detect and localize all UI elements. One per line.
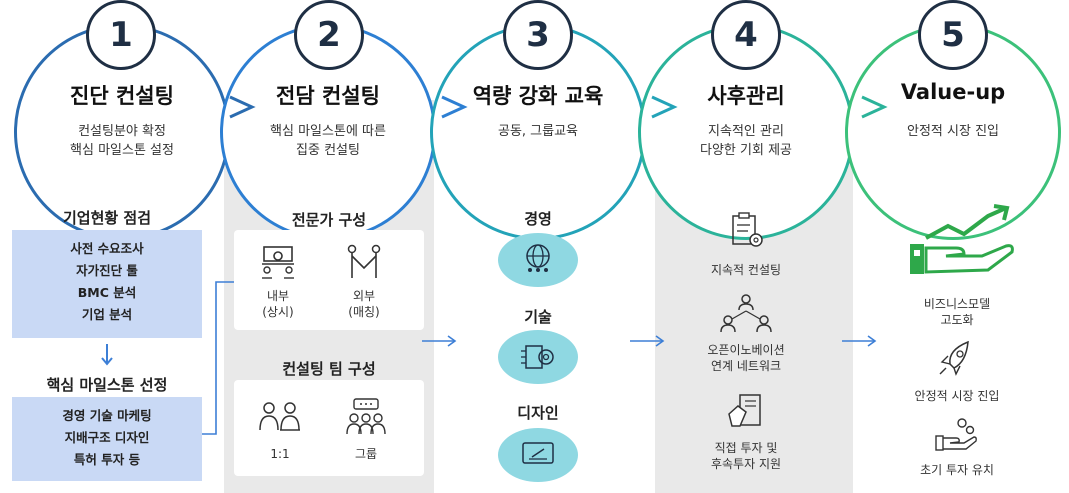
design-bubble <box>498 428 578 482</box>
company-status-item: 기업 분석 <box>81 307 133 322</box>
company-status-heading: 기업현황 점검 <box>62 209 152 227</box>
stage-3-desc-line: 공동, 그룹교육 <box>497 124 579 139</box>
stage-1-title: 진단 컨설팅 <box>70 84 174 108</box>
external-expert-icon <box>347 244 381 278</box>
external-expert-text: 외부 <box>352 289 376 303</box>
internal-expert-icon <box>262 246 294 279</box>
stage-5-description: 안정적 시장 진입 <box>853 122 1053 141</box>
stage-1-desc-line: 핵심 마일스톤 설정 <box>70 143 174 158</box>
external-expert-label: 외부 (매칭) <box>334 288 394 320</box>
stage-4-number: 4 <box>711 0 781 70</box>
stage-5-number: 5 <box>918 0 988 70</box>
stage-2-number: 2 <box>294 0 364 70</box>
stage-arrow-2-3 <box>441 95 468 119</box>
flow-arrow <box>422 335 457 347</box>
stage-4-desc-line: 다양한 기회 제공 <box>700 143 792 158</box>
direct-investment-text: 직접 투자 및 <box>714 441 778 455</box>
internal-expert-label: 내부 (상시) <box>248 288 308 320</box>
stage-3-description: 공동, 그룹교육 <box>438 122 638 141</box>
milestone-item: 특허 투자 등 <box>73 452 141 467</box>
milestone-box: 경영 기술 마케팅 지배구조 디자인 특허 투자 등 <box>12 397 202 481</box>
stage-1-number: 1 <box>86 0 156 70</box>
clipboard-gear-icon <box>732 212 763 247</box>
business-model-text: 고도화 <box>940 313 974 327</box>
stage-4-title: 사후관리 <box>707 84 785 108</box>
management-bubble <box>498 233 578 287</box>
early-investment-label: 초기 투자 유치 <box>920 463 994 477</box>
company-status-item: 사전 수요조사 <box>70 241 144 256</box>
stage-2-title: 전담 컨설팅 <box>276 84 380 108</box>
expert-composition-heading: 전문가 구성 <box>291 211 367 229</box>
network-people-icon <box>720 294 772 333</box>
stage-2-description: 핵심 마일스톤에 따른 집중 컨설팅 <box>228 122 428 160</box>
internal-expert-text: (상시) <box>262 305 294 319</box>
stage-3-title: 역량 강화 교육 <box>472 84 604 108</box>
stage-2-desc-line: 핵심 마일스톤에 따른 <box>270 124 386 139</box>
stage-arrow-4-5 <box>861 95 888 119</box>
stage-arrow-3-4 <box>651 95 678 119</box>
consulting-team-box <box>234 380 424 476</box>
direct-investment-label: 직접 투자 및 후속투자 지원 <box>686 440 806 472</box>
stage-1-description: 컨설팅분야 확정 핵심 마일스톤 설정 <box>22 122 222 160</box>
market-entry-label: 안정적 시장 진입 <box>914 389 1000 403</box>
direct-investment-text: 후속투자 지원 <box>710 457 782 471</box>
business-model-text: 비즈니스모델 <box>923 297 991 311</box>
chip-gear-icon <box>521 345 554 369</box>
technology-bubble <box>498 330 578 384</box>
stage-2-desc-line: 집중 컨설팅 <box>296 143 360 158</box>
investment-hand-icon <box>935 418 977 451</box>
stage-5-title: Value-up <box>900 80 1006 104</box>
external-expert-text: (매칭) <box>348 305 380 319</box>
down-arrow-icon <box>101 344 113 366</box>
internal-expert-text: 내부 <box>266 289 290 303</box>
globe-people-icon <box>526 244 550 272</box>
flow-arrow <box>630 335 665 347</box>
group-label: 그룹 <box>354 447 378 461</box>
open-innovation-label: 오픈이노베이션 연계 네트워크 <box>686 342 806 374</box>
stage-4-description: 지속적인 관리 다양한 기회 제공 <box>646 122 846 160</box>
stage-5-desc-line: 안정적 시장 진입 <box>907 124 999 139</box>
stage-1-desc-line: 컨설팅분야 확정 <box>78 124 166 139</box>
continuous-consulting-label: 지속적 컨설팅 <box>710 263 782 277</box>
milestone-item: 지배구조 디자인 <box>64 430 150 445</box>
milestone-heading: 핵심 마일스톤 선정 <box>46 376 168 394</box>
milestone-item: 경영 기술 마케팅 <box>62 408 152 423</box>
consulting-team-heading: 컨설팅 팀 구성 <box>282 360 376 378</box>
growth-hand-icon <box>910 204 1014 274</box>
rocket-icon <box>939 340 969 376</box>
company-status-item: BMC 분석 <box>77 285 137 300</box>
stage-3-number: 3 <box>503 0 573 70</box>
management-label: 경영 <box>524 210 552 228</box>
design-label: 디자인 <box>517 404 559 422</box>
investment-document-icon <box>728 394 761 427</box>
company-status-item: 자가진단 툴 <box>76 263 138 278</box>
design-tablet-icon <box>522 442 554 464</box>
technology-label: 기술 <box>524 308 552 326</box>
business-model-label: 비즈니스모델 고도화 <box>892 296 1022 328</box>
company-status-box: 사전 수요조사 자가진단 툴 BMC 분석 기업 분석 <box>12 230 202 338</box>
one-on-one-icon <box>259 402 300 431</box>
group-icon <box>346 398 386 435</box>
open-innovation-text: 연계 네트워크 <box>710 359 782 373</box>
stage-arrow-1-2 <box>229 95 256 119</box>
stage-4-desc-line: 지속적인 관리 <box>708 124 784 139</box>
open-innovation-text: 오픈이노베이션 <box>707 343 785 357</box>
one-on-one-label: 1:1 <box>270 447 290 461</box>
flow-arrow <box>842 335 877 347</box>
